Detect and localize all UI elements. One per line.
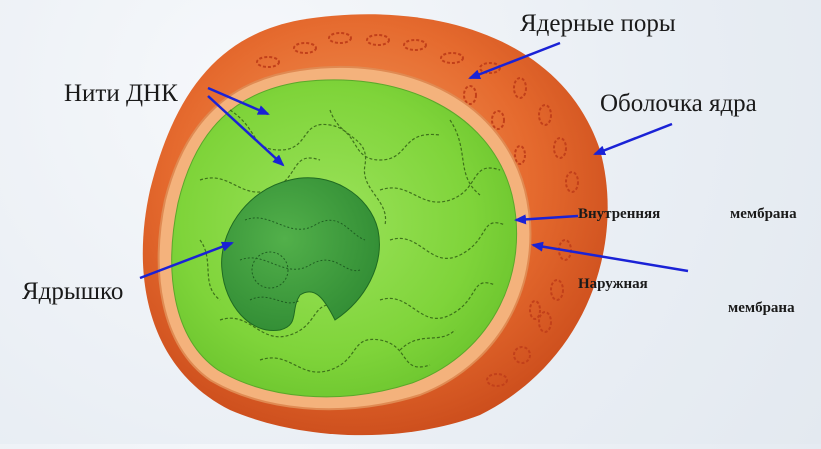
arrow-nucleolus (139, 241, 234, 280)
label-inner-membrane: Внутренняя (578, 206, 661, 222)
label-outer-membrane: Наружная (578, 276, 648, 292)
label-membrane-2: мембрана (728, 300, 795, 316)
nuclear-pores (256, 32, 579, 387)
pointer-arrows (139, 41, 689, 280)
arrow-nuclear-pores (468, 41, 561, 80)
label-nucleolus: Ядрышко (22, 278, 124, 305)
label-dna-threads: Нити ДНК (64, 80, 178, 107)
arrow-envelope (593, 122, 673, 156)
arrow-dna-1 (207, 86, 270, 116)
label-membrane-1: мембрана (730, 206, 797, 222)
label-nuclear-envelope: Оболочка ядра (600, 90, 757, 117)
arrow-outer-membrane (531, 241, 689, 273)
arrow-dna-2 (207, 95, 285, 167)
nucleolus-texture (239, 217, 366, 304)
nucleolus-shape (221, 177, 380, 332)
arrow-inner-membrane (514, 214, 579, 225)
label-nuclear-pores: Ядерные поры (520, 10, 676, 37)
